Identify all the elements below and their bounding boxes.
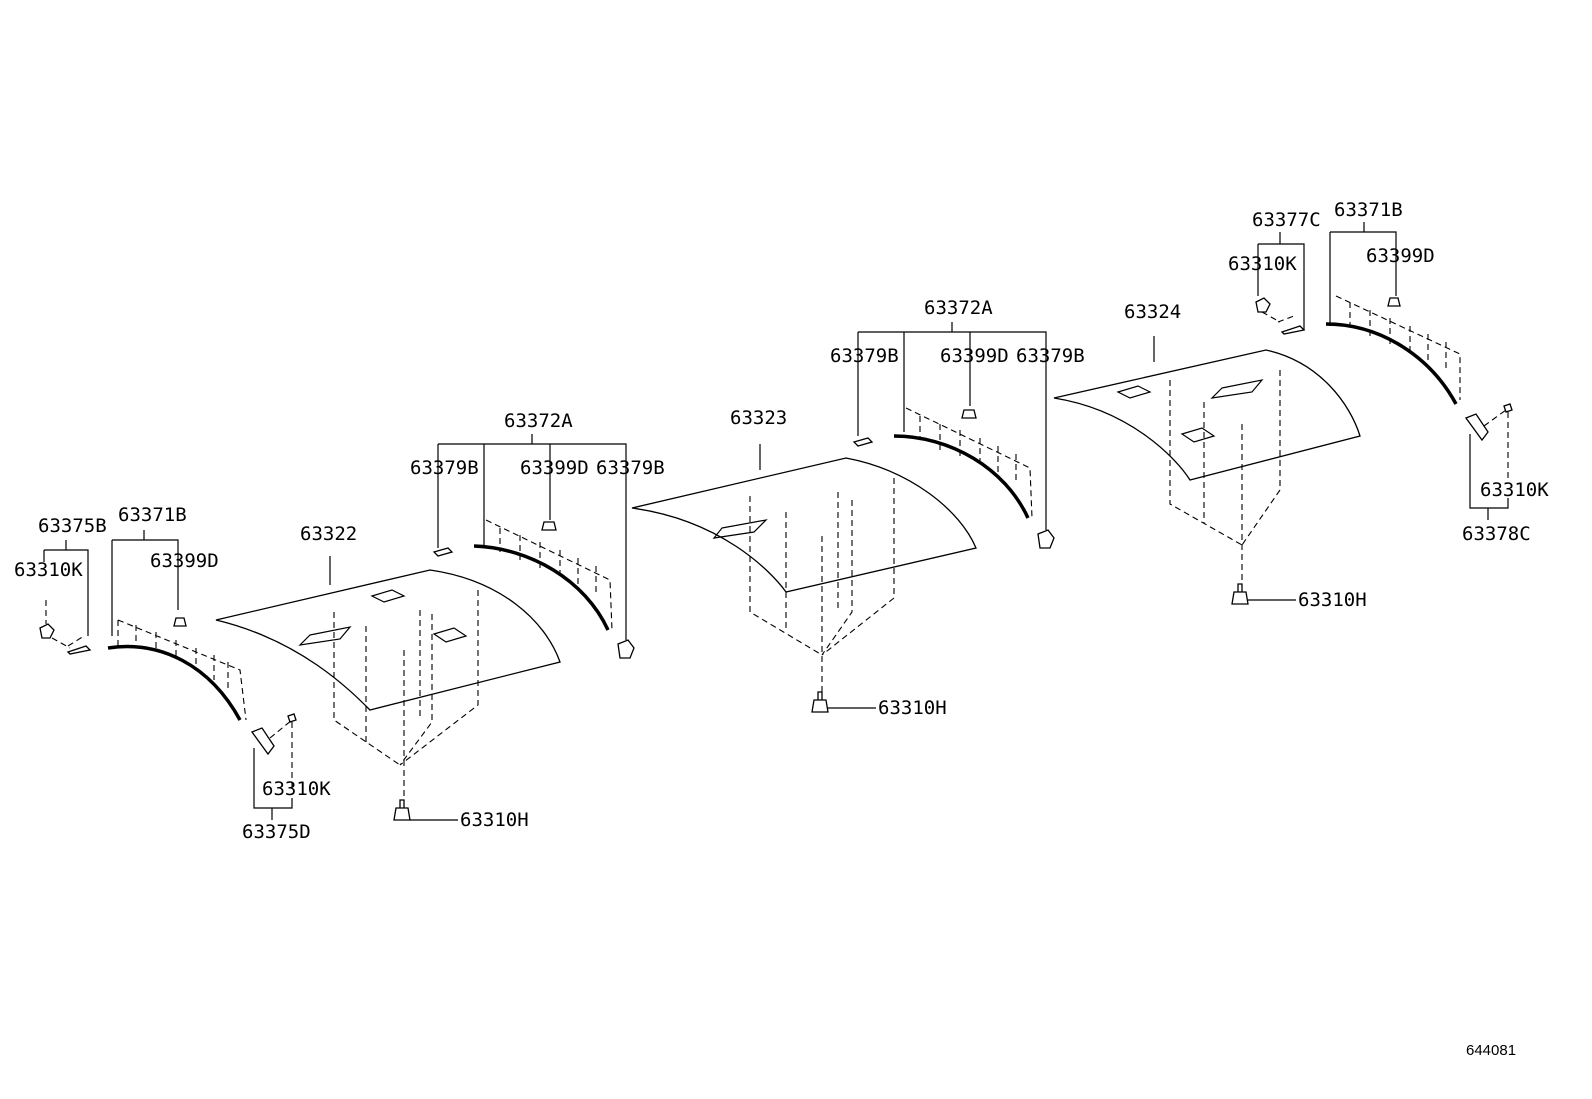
part-label: 63399D xyxy=(150,550,219,572)
part-label: 63310K xyxy=(1480,479,1549,501)
part-label: 63323 xyxy=(730,407,787,429)
part-label: 63310K xyxy=(14,559,83,581)
center-right-rail-group xyxy=(852,322,1055,549)
screw-part xyxy=(811,691,829,713)
bracket-part xyxy=(250,727,275,756)
roof-rail xyxy=(893,434,1030,519)
screw-part xyxy=(1503,403,1513,413)
headliner-63323 xyxy=(631,444,977,713)
part-label: 63371B xyxy=(1334,199,1403,221)
screw-part xyxy=(393,799,411,821)
clip-part xyxy=(852,437,874,447)
part-label: 63310H xyxy=(460,809,529,831)
part-label: 63379B xyxy=(410,457,479,479)
screw-part xyxy=(1231,583,1249,605)
part-label: 63399D xyxy=(520,457,589,479)
bracket-part xyxy=(1464,413,1489,442)
reference-number: 644081 xyxy=(1466,1042,1516,1059)
part-label: 63378C xyxy=(1462,523,1531,545)
rear-right-rail-group xyxy=(1255,222,1513,520)
headliner-panel xyxy=(631,457,977,593)
clip-part xyxy=(1280,325,1306,335)
part-label: 63372A xyxy=(504,410,573,432)
end-cap-part xyxy=(1037,529,1055,549)
clip-part xyxy=(541,521,557,531)
part-label: 63399D xyxy=(1366,245,1435,267)
headliner-63322 xyxy=(215,556,561,821)
clip-part xyxy=(432,547,454,557)
part-label: 63379B xyxy=(596,457,665,479)
clip-part xyxy=(66,645,92,655)
part-label: 63324 xyxy=(1124,301,1181,323)
roof-rail xyxy=(1325,322,1458,405)
roof-rail xyxy=(107,644,242,721)
clip-part xyxy=(39,623,55,639)
part-label: 63399D xyxy=(940,345,1009,367)
headliner-panel xyxy=(215,569,561,711)
part-label: 63375B xyxy=(38,515,107,537)
front-left-rail-group xyxy=(39,530,297,820)
part-label: 63372A xyxy=(924,297,993,319)
part-label: 63371B xyxy=(118,504,187,526)
part-label: 63375D xyxy=(242,821,311,843)
part-label: 63310H xyxy=(1298,589,1367,611)
part-label: 63322 xyxy=(300,523,357,545)
headliner-63324 xyxy=(1053,336,1361,605)
part-labels: 63375B 63310K 63371B 63399D 63310K 63375… xyxy=(14,199,1549,843)
part-label: 63310H xyxy=(878,697,947,719)
end-cap-part xyxy=(617,639,635,659)
clip-part xyxy=(961,409,977,419)
center-left-rail-group xyxy=(432,434,635,659)
clip-part xyxy=(1255,297,1271,313)
roof-rail xyxy=(473,544,610,631)
clip-part xyxy=(1387,297,1401,307)
part-label: 63310K xyxy=(1228,253,1297,275)
part-label: 63379B xyxy=(830,345,899,367)
part-label: 63379B xyxy=(1016,345,1085,367)
headliner-panel xyxy=(1053,349,1361,481)
clip-part xyxy=(173,617,187,627)
part-label: 63377C xyxy=(1252,209,1321,231)
screw-part xyxy=(287,713,297,723)
part-label: 63310K xyxy=(262,778,331,800)
